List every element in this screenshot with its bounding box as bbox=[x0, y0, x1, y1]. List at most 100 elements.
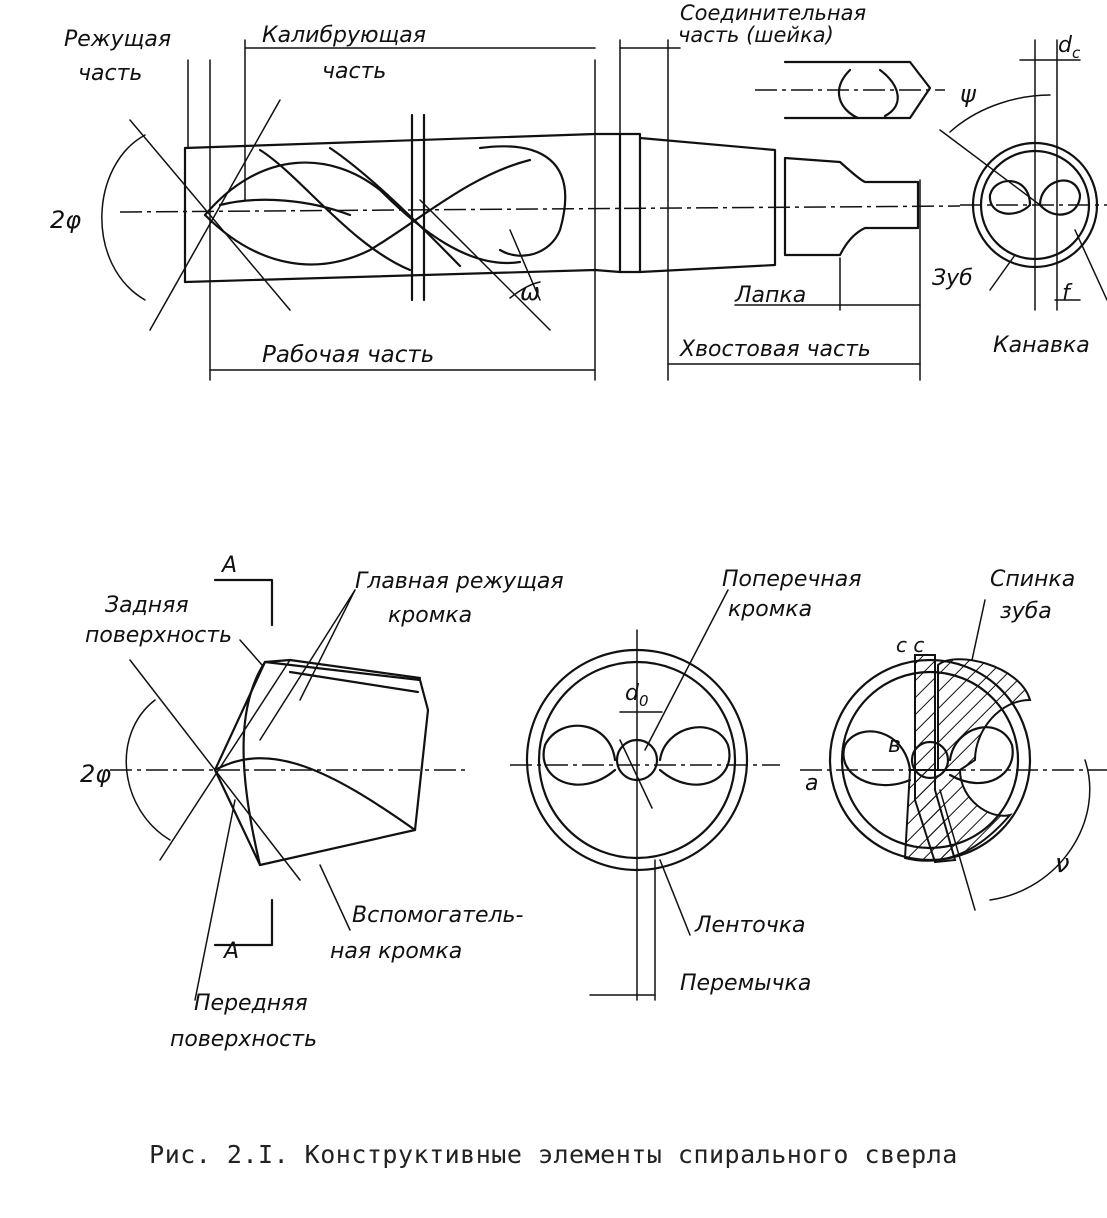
main-edge-leader-1 bbox=[299, 589, 356, 701]
end-view-flute-1 bbox=[988, 180, 1032, 215]
helix-angle-line-1 bbox=[419, 199, 551, 331]
land-leader bbox=[659, 859, 691, 936]
flute-curve-6 bbox=[218, 198, 352, 217]
section-a-bottom-label: A bbox=[222, 939, 239, 964]
tooth-label: Зуб bbox=[932, 266, 973, 291]
drill-shank bbox=[638, 136, 777, 274]
a-label: a bbox=[805, 771, 818, 796]
helix-angle-arc bbox=[509, 281, 541, 299]
front-surface-label-2: поверхность bbox=[170, 1027, 317, 1052]
calibrating-part-label-2: часть bbox=[322, 59, 386, 84]
main-edge-label-1: Главная режущая bbox=[355, 569, 564, 594]
flute-curve-3 bbox=[258, 148, 412, 272]
tooth-back-label-1: Спинка bbox=[990, 567, 1075, 592]
drill-hatched-section bbox=[800, 599, 1107, 911]
point-outline bbox=[213, 660, 430, 867]
point-angle-arc-bottom bbox=[125, 699, 171, 841]
land-label: Ленточка bbox=[694, 913, 806, 938]
shank-part-label: Хвостовая часть bbox=[679, 337, 871, 362]
hatched-flute-1 bbox=[842, 730, 912, 787]
web-label: Перемычка bbox=[680, 971, 811, 996]
drill-neck bbox=[618, 132, 642, 274]
tooth-back-leader bbox=[971, 599, 986, 661]
omega-label: ω bbox=[520, 278, 540, 306]
back-surface-label-1: Задняя bbox=[105, 593, 189, 618]
nu-line bbox=[939, 789, 976, 911]
section-marker-bottom bbox=[213, 898, 274, 947]
drill-tang bbox=[783, 156, 920, 257]
psi-line bbox=[939, 129, 1041, 206]
section-flute-2 bbox=[658, 726, 731, 786]
groove-label: Канавка bbox=[993, 333, 1090, 358]
drill-point-view bbox=[110, 578, 470, 1001]
psi-arc bbox=[949, 94, 1051, 133]
section-marker-top bbox=[213, 578, 274, 627]
point-angle-line-a bbox=[129, 659, 301, 881]
helix-angle-line-2 bbox=[509, 229, 541, 301]
aux-edge-leader bbox=[319, 864, 351, 931]
cross-edge-line bbox=[619, 739, 653, 809]
point-angle-arc bbox=[101, 134, 146, 301]
cross-edge-label-2: кромка bbox=[728, 597, 812, 622]
two-phi-bottom-label: 2φ bbox=[80, 760, 111, 788]
f-label: f bbox=[1062, 281, 1073, 306]
labels: Режущая часть Калибрующая часть Соединит… bbox=[50, 1, 1090, 1052]
psi-label: ψ bbox=[960, 80, 977, 108]
cross-edge-leader bbox=[644, 589, 729, 751]
drill-cross-section bbox=[510, 589, 780, 1001]
working-part-label: Рабочая часть bbox=[262, 342, 434, 368]
drill-end-view bbox=[939, 39, 1107, 311]
point-edge-curve bbox=[242, 660, 267, 867]
b-label: в bbox=[888, 733, 901, 758]
figure-caption: Рис. 2.I. Конструктивные элементы спирал… bbox=[149, 1140, 958, 1169]
connecting-part-label-2: часть (шейка) bbox=[678, 23, 834, 47]
cross-edge-label-1: Поперечная bbox=[722, 567, 862, 592]
front-surface-label-1: Передняя bbox=[194, 991, 308, 1016]
groove-leader bbox=[1074, 229, 1107, 301]
neck-detail-outline bbox=[783, 60, 932, 120]
front-surface-leader bbox=[194, 799, 236, 1001]
back-surface-label-2: поверхность bbox=[85, 623, 232, 648]
flute-curve-4 bbox=[328, 146, 462, 268]
main-edge-label-2: кромка bbox=[388, 603, 472, 628]
two-phi-top-label: 2φ bbox=[50, 206, 81, 234]
neck-detail-curves bbox=[838, 68, 899, 120]
hatched-web-circle bbox=[910, 740, 950, 780]
d0-label: d0 bbox=[625, 681, 649, 710]
tooth-back-label-2: зуба bbox=[1000, 599, 1052, 624]
drill-body-outline bbox=[183, 132, 622, 284]
nu-label: ν bbox=[1055, 849, 1070, 879]
hatched-body-web bbox=[914, 654, 957, 864]
cutting-part-label-1: Режущая bbox=[64, 27, 171, 52]
hatched-body-top bbox=[937, 658, 1032, 771]
land-line-2 bbox=[288, 670, 420, 694]
hatched-outer-circle bbox=[828, 658, 1032, 862]
drill-axis bbox=[119, 205, 961, 213]
aux-edge-label-2: ная кромка bbox=[330, 939, 462, 964]
section-flute-1 bbox=[542, 724, 617, 786]
hatched-inner-circle bbox=[840, 670, 1020, 850]
point-angle-line-b bbox=[159, 659, 291, 861]
point-flute-curve bbox=[213, 757, 417, 832]
tooth-leader bbox=[989, 254, 1016, 291]
cc-label: c c bbox=[896, 633, 924, 657]
flute-curve-2 bbox=[203, 158, 532, 266]
back-surface-leader bbox=[239, 639, 263, 666]
section-a-top-label: A bbox=[220, 553, 237, 578]
dc-label: dc bbox=[1058, 33, 1081, 62]
end-view-flute-2 bbox=[1038, 179, 1082, 216]
drill-side-view bbox=[101, 39, 961, 381]
connecting-part-label-1: Соединительная bbox=[680, 1, 866, 25]
main-edge-leader-2 bbox=[259, 589, 356, 741]
flute-curve-5 bbox=[478, 145, 567, 257]
cutting-part-label-2: часть bbox=[78, 61, 142, 86]
calibrating-part-label-1: Калибрующая bbox=[262, 23, 426, 48]
point-angle-line-2 bbox=[149, 99, 281, 331]
aux-edge-label-1: Вспомогатель- bbox=[352, 903, 524, 928]
tang-label: Лапка bbox=[734, 283, 806, 308]
nu-arc bbox=[989, 759, 1091, 901]
hatched-flute-2 bbox=[948, 726, 1014, 785]
flute-curve-1 bbox=[203, 161, 522, 265]
